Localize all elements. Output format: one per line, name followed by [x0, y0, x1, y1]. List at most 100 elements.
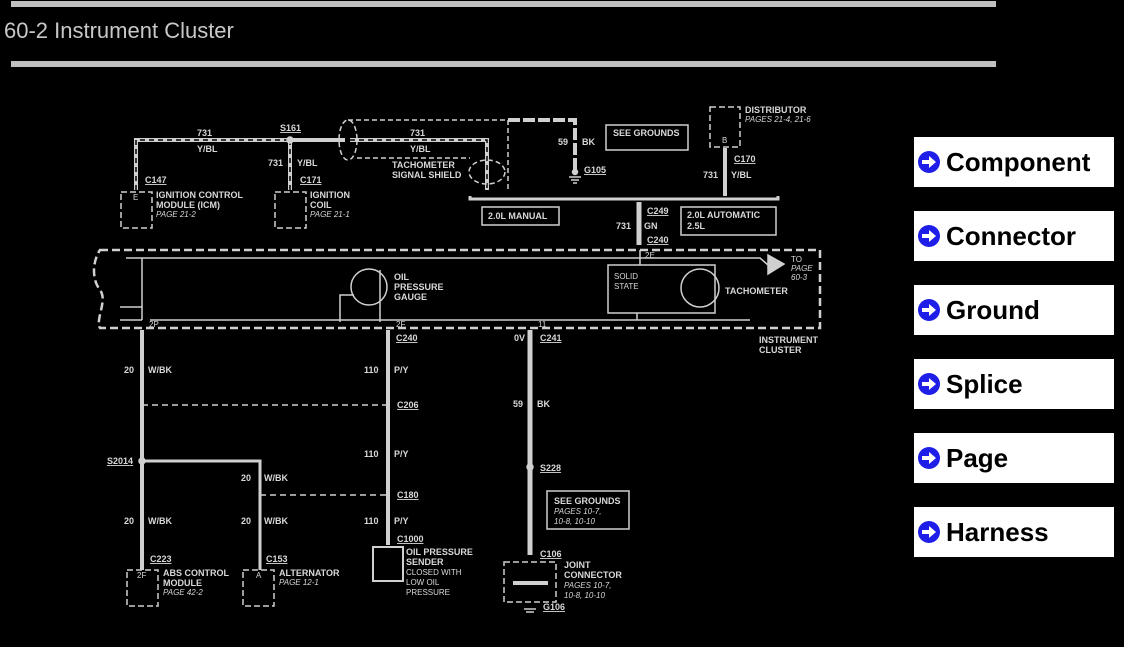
ground-label: G106	[543, 602, 565, 612]
connector-label: C249	[647, 206, 669, 216]
page-ref[interactable]: PAGE 12-1	[279, 578, 319, 587]
wire-20-wbk-alt[interactable]	[142, 459, 262, 570]
component-label: CONNECTOR	[564, 570, 622, 580]
connector-label: C147	[145, 175, 167, 185]
wire-label: W/BK	[148, 365, 172, 375]
nav-button-splice[interactable]: Splice	[914, 359, 1114, 409]
page-ref[interactable]: PAGES 10-7,	[564, 581, 611, 590]
pin-label: 2E	[645, 251, 655, 260]
connector-label: C240	[647, 235, 669, 245]
page-ref[interactable]: 10-8, 10-10	[554, 517, 595, 526]
wire-label: 110	[364, 365, 379, 375]
connector-label: C170	[734, 154, 756, 164]
ground-g106-icon	[524, 608, 536, 613]
wire-label: Y/BL	[297, 158, 318, 168]
page-ref[interactable]: PAGES 10-7,	[554, 507, 601, 516]
connector-label: C153	[266, 554, 288, 564]
wire-label: 20	[241, 473, 251, 483]
wire-59-bk-top[interactable]	[508, 118, 577, 170]
nav-button-label: Ground	[946, 294, 1040, 325]
wire-label: 110	[364, 449, 379, 459]
nav-button-connector[interactable]: Connector	[914, 211, 1114, 261]
to-page-arrow-icon[interactable]	[767, 253, 786, 276]
wire-731-top[interactable]	[134, 138, 489, 190]
config-label: 2.0L MANUAL	[488, 211, 548, 221]
splice-label: S228	[540, 463, 561, 473]
splice-s228-dot	[526, 463, 534, 471]
component-label: ABS CONTROL	[163, 568, 229, 578]
pin-label: 2F	[396, 320, 405, 329]
shield-label: SIGNAL SHIELD	[392, 170, 462, 180]
wire-label: P/Y	[394, 516, 409, 526]
gauge-label: PRESSURE	[394, 282, 444, 292]
wire-label: P/Y	[394, 365, 409, 375]
component-desc: CLOSED WITH	[406, 568, 462, 577]
wire-label: GN	[644, 221, 658, 231]
alternator-box	[242, 569, 275, 607]
to-label: TO	[791, 255, 802, 264]
wire-label: 731	[197, 128, 212, 138]
page-title: 60-2 Instrument Cluster	[4, 18, 234, 43]
arrow-right-circle-icon	[918, 299, 940, 321]
wire-label: 731	[410, 128, 425, 138]
manual-box	[481, 206, 560, 226]
connector-label: C206	[397, 400, 419, 410]
connector-label: C106	[540, 549, 562, 559]
wire-label: Y/BL	[731, 170, 752, 180]
cluster-label: INSTRUMENT	[759, 335, 818, 345]
wire-label: 59	[513, 399, 523, 409]
nav-button-harness[interactable]: Harness	[914, 507, 1114, 557]
coil-box	[274, 191, 307, 229]
cluster-label: CLUSTER	[759, 345, 802, 355]
page-ref[interactable]: PAGE 21-2	[156, 210, 196, 219]
nav-button-label: Connector	[946, 220, 1076, 251]
connector-label: C180	[397, 490, 419, 500]
nav-button-page[interactable]: Page	[914, 433, 1114, 483]
gauge-label: GAUGE	[394, 292, 427, 302]
component-label: COIL	[310, 200, 332, 210]
component-label: IGNITION	[310, 190, 350, 200]
gauge-label: OIL	[394, 272, 410, 282]
config-label: 2.5L	[687, 221, 706, 231]
page-ref[interactable]: PAGE 21-1	[310, 210, 350, 219]
arrow-right-circle-icon	[918, 521, 940, 543]
splice-label: S161	[280, 123, 301, 133]
nav-button-ground[interactable]: Ground	[914, 285, 1114, 335]
wire-label: 20	[241, 516, 251, 526]
instrument-cluster-box	[92, 248, 822, 330]
page-ref[interactable]: 10-8, 10-10	[564, 591, 605, 600]
connector-label: C241	[540, 333, 562, 343]
nav-button-label: Splice	[946, 368, 1023, 399]
pin-label: 2F	[137, 571, 146, 580]
page-ref[interactable]: PAGE 42-2	[163, 588, 203, 597]
pin-label: E	[133, 193, 138, 202]
arrow-right-circle-icon	[918, 447, 940, 469]
wire-731-bus[interactable]	[468, 196, 780, 201]
icm-box	[120, 191, 153, 229]
pin-label: 11	[538, 320, 547, 329]
wire-label: BK	[582, 137, 595, 147]
distributor-box	[709, 106, 741, 148]
component-label: JOINT	[564, 560, 591, 570]
wire-label: 731	[616, 221, 631, 231]
solid-state-label: STATE	[614, 282, 639, 291]
wire-label: P/Y	[394, 449, 409, 459]
page-ref[interactable]: PAGES 21-4, 21-6	[745, 115, 811, 124]
wire-label: 59	[558, 137, 568, 147]
component-desc: LOW OIL	[406, 578, 440, 587]
nav-button-component[interactable]: Component	[914, 137, 1114, 187]
splice-s161-dot	[286, 136, 294, 144]
component-label: ALTERNATOR	[279, 568, 340, 578]
component-label: IGNITION CONTROL	[156, 190, 243, 200]
nav-button-label: Component	[946, 146, 1091, 177]
arrow-right-circle-icon	[918, 373, 940, 395]
oil-sender-box	[372, 546, 404, 582]
wire-label: W/BK	[264, 516, 288, 526]
wire-label: 731	[703, 170, 718, 180]
arrow-right-circle-icon	[918, 225, 940, 247]
wire-label: 731	[268, 158, 283, 168]
page-ref[interactable]: 60-3	[791, 273, 808, 282]
page-ref[interactable]: PAGE	[791, 264, 813, 273]
connector-label: C240	[396, 333, 418, 343]
